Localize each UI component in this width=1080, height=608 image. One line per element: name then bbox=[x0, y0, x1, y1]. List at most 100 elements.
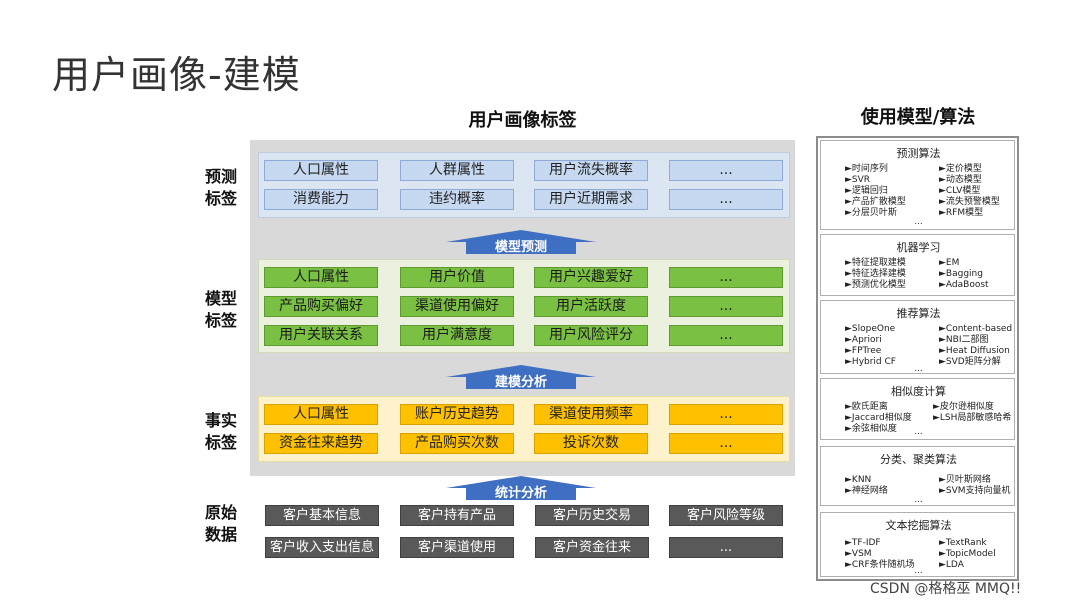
row-label-line: 标签 bbox=[204, 189, 237, 208]
prediction-tag: 用户流失概率 bbox=[534, 160, 648, 181]
algorithm-item: ►神经网络 bbox=[845, 486, 888, 496]
up-arrow-icon bbox=[446, 476, 596, 500]
fact-tag: 渠道使用频率 bbox=[534, 404, 648, 425]
algorithm-item: ►预测优化模型 bbox=[845, 280, 906, 290]
prediction-tag: ... bbox=[669, 189, 783, 210]
arrow-label: 统计分析 bbox=[494, 486, 547, 501]
fact-tag: 投诉次数 bbox=[534, 433, 648, 454]
fact-tag: 人口属性 bbox=[264, 404, 378, 425]
algorithm-group-prediction: 预测算法 ►时间序列 ►SVR ►逻辑回归 ►产品扩散模型 ►分层贝叶斯 ►定价… bbox=[820, 140, 1015, 230]
algorithm-item: ►Heat Diffusion bbox=[939, 346, 1010, 356]
arrow-label: 建模分析 bbox=[494, 375, 547, 390]
model-tag: 用户活跃度 bbox=[534, 296, 648, 317]
model-tag: 用户风险评分 bbox=[534, 325, 648, 346]
raw-data-item: 客户基本信息 bbox=[265, 505, 379, 526]
algorithm-item: ►Content-based bbox=[939, 324, 1013, 334]
algorithm-item: ►时间序列 bbox=[845, 164, 888, 174]
prediction-tag: 用户近期需求 bbox=[534, 189, 648, 210]
algorithm-item: ►逻辑回归 bbox=[845, 186, 888, 196]
model-tag: 用户满意度 bbox=[400, 325, 514, 346]
row-label-line: 原始 bbox=[204, 503, 237, 522]
algorithm-item: ►CRF条件随机场 bbox=[845, 560, 915, 570]
model-tag: 用户关联关系 bbox=[264, 325, 378, 346]
main-heading: 用户画像标签 bbox=[468, 110, 577, 131]
algorithm-item: ►SVM支持向量机 bbox=[939, 486, 1011, 496]
model-analysis-arrow: 建模分析 bbox=[446, 365, 596, 390]
algorithm-item: ►EM bbox=[939, 258, 960, 268]
fact-tag: 产品购买次数 bbox=[400, 433, 514, 454]
model-tag: ... bbox=[669, 325, 783, 346]
algorithm-group-machine-learning: 机器学习 ►特征提取建模 ►特征选择建模 ►预测优化模型 ►EM ►Baggin… bbox=[820, 234, 1015, 296]
algorithm-group-recommendation: 推荐算法 ►SlopeOne ►Apriori ►FPTree ►Hybrid … bbox=[820, 300, 1015, 374]
algorithm-item: ►FPTree bbox=[845, 346, 882, 356]
side-heading: 使用模型/算法 bbox=[860, 107, 976, 128]
prediction-tag: ... bbox=[669, 160, 783, 181]
algorithm-item: ►CLV模型 bbox=[939, 186, 981, 196]
algorithm-more: ... bbox=[914, 427, 923, 437]
algorithm-group-title: 分类、聚类算法 bbox=[880, 453, 957, 466]
raw-data-item: 客户持有产品 bbox=[400, 505, 514, 526]
row-label-prediction: 预测 标签 bbox=[200, 166, 242, 210]
algorithm-item: ►定价模型 bbox=[939, 164, 982, 174]
algorithm-item: ►Hybrid CF bbox=[845, 357, 896, 367]
row-label-line: 模型 bbox=[204, 289, 237, 308]
algorithm-group-title: 预测算法 bbox=[896, 147, 941, 160]
fact-tag: 资金往来趋势 bbox=[264, 433, 378, 454]
raw-data-item: ... bbox=[669, 537, 783, 558]
algorithm-item: ►Bagging bbox=[939, 269, 983, 279]
algorithm-item: ►TF-IDF bbox=[845, 538, 881, 548]
algorithm-item: ►特征提取建模 bbox=[845, 258, 906, 268]
algorithm-item: ►产品扩散模型 bbox=[845, 197, 906, 207]
model-tag: 用户价值 bbox=[400, 267, 514, 288]
fact-tag: ... bbox=[669, 404, 783, 425]
algorithm-group-title: 相似度计算 bbox=[891, 385, 946, 398]
algorithm-item: ►Jaccard相似度 bbox=[845, 413, 912, 423]
prediction-tag: 人口属性 bbox=[264, 160, 378, 181]
algorithm-item: ►SVR bbox=[845, 175, 871, 185]
algorithm-item: ►NBI二部图 bbox=[939, 335, 989, 345]
model-tag: 人口属性 bbox=[264, 267, 378, 288]
model-tag: ... bbox=[669, 267, 783, 288]
algorithm-item: ►RFM模型 bbox=[939, 208, 984, 218]
algorithm-item: ►特征选择建模 bbox=[845, 269, 906, 279]
fact-tag: ... bbox=[669, 433, 783, 454]
row-label-line: 事实 bbox=[204, 411, 237, 430]
row-label-line: 标签 bbox=[204, 311, 237, 330]
algorithm-item: ►TopicModel bbox=[939, 549, 996, 559]
row-label-fact: 事实 标签 bbox=[200, 410, 242, 454]
algorithm-item: ►SVD矩阵分解 bbox=[939, 357, 1001, 367]
algorithm-item: ►分层贝叶斯 bbox=[845, 208, 897, 218]
algorithm-item: ►流失预警模型 bbox=[939, 197, 1000, 207]
algorithm-item: ►TextRank bbox=[939, 538, 987, 548]
prediction-tag: 消费能力 bbox=[264, 189, 378, 210]
model-tag: 产品购买偏好 bbox=[264, 296, 378, 317]
algorithm-more: ... bbox=[914, 217, 923, 227]
algorithm-item: ►KNN bbox=[845, 475, 872, 485]
algorithm-group-classification: 分类、聚类算法 ►KNN ►神经网络 ►贝叶斯网络 ►SVM支持向量机 ... bbox=[820, 446, 1015, 506]
raw-data-item: 客户资金往来 bbox=[535, 537, 649, 558]
model-tag: 用户兴趣爱好 bbox=[534, 267, 648, 288]
algorithm-more: ... bbox=[914, 495, 923, 505]
algorithm-item: ►Apriori bbox=[845, 335, 882, 345]
algorithm-item: ►余弦相似度 bbox=[845, 424, 897, 434]
raw-data-item: 客户历史交易 bbox=[535, 505, 649, 526]
algorithm-item: ►AdaBoost bbox=[939, 280, 989, 290]
algorithm-group-title: 机器学习 bbox=[896, 241, 941, 254]
row-label-line: 预测 bbox=[204, 167, 237, 186]
up-arrow-icon bbox=[446, 365, 596, 389]
algorithm-group-title: 推荐算法 bbox=[896, 307, 941, 320]
raw-data-item: 客户风险等级 bbox=[669, 505, 783, 526]
algorithm-item: ►动态模型 bbox=[939, 175, 982, 185]
raw-data-item: 客户渠道使用 bbox=[400, 537, 514, 558]
algorithm-group-similarity: 相似度计算 ►欧氏距离 ►Jaccard相似度 ►余弦相似度 ►皮尔逊相似度 ►… bbox=[820, 378, 1015, 440]
algorithm-item: ►欧氏距离 bbox=[845, 402, 888, 412]
model-tag: ... bbox=[669, 296, 783, 317]
arrow-label: 模型预测 bbox=[494, 240, 547, 255]
algorithm-item: ►LSH局部敏感哈希 bbox=[933, 413, 1012, 423]
algorithm-item: ►SlopeOne bbox=[845, 324, 896, 334]
up-arrow-icon bbox=[446, 230, 596, 254]
algorithm-more: ... bbox=[914, 364, 923, 374]
algorithm-item: ►皮尔逊相似度 bbox=[933, 402, 994, 412]
page-title: 用户画像-建模 bbox=[52, 53, 301, 97]
stat-analysis-arrow: 统计分析 bbox=[446, 476, 596, 501]
